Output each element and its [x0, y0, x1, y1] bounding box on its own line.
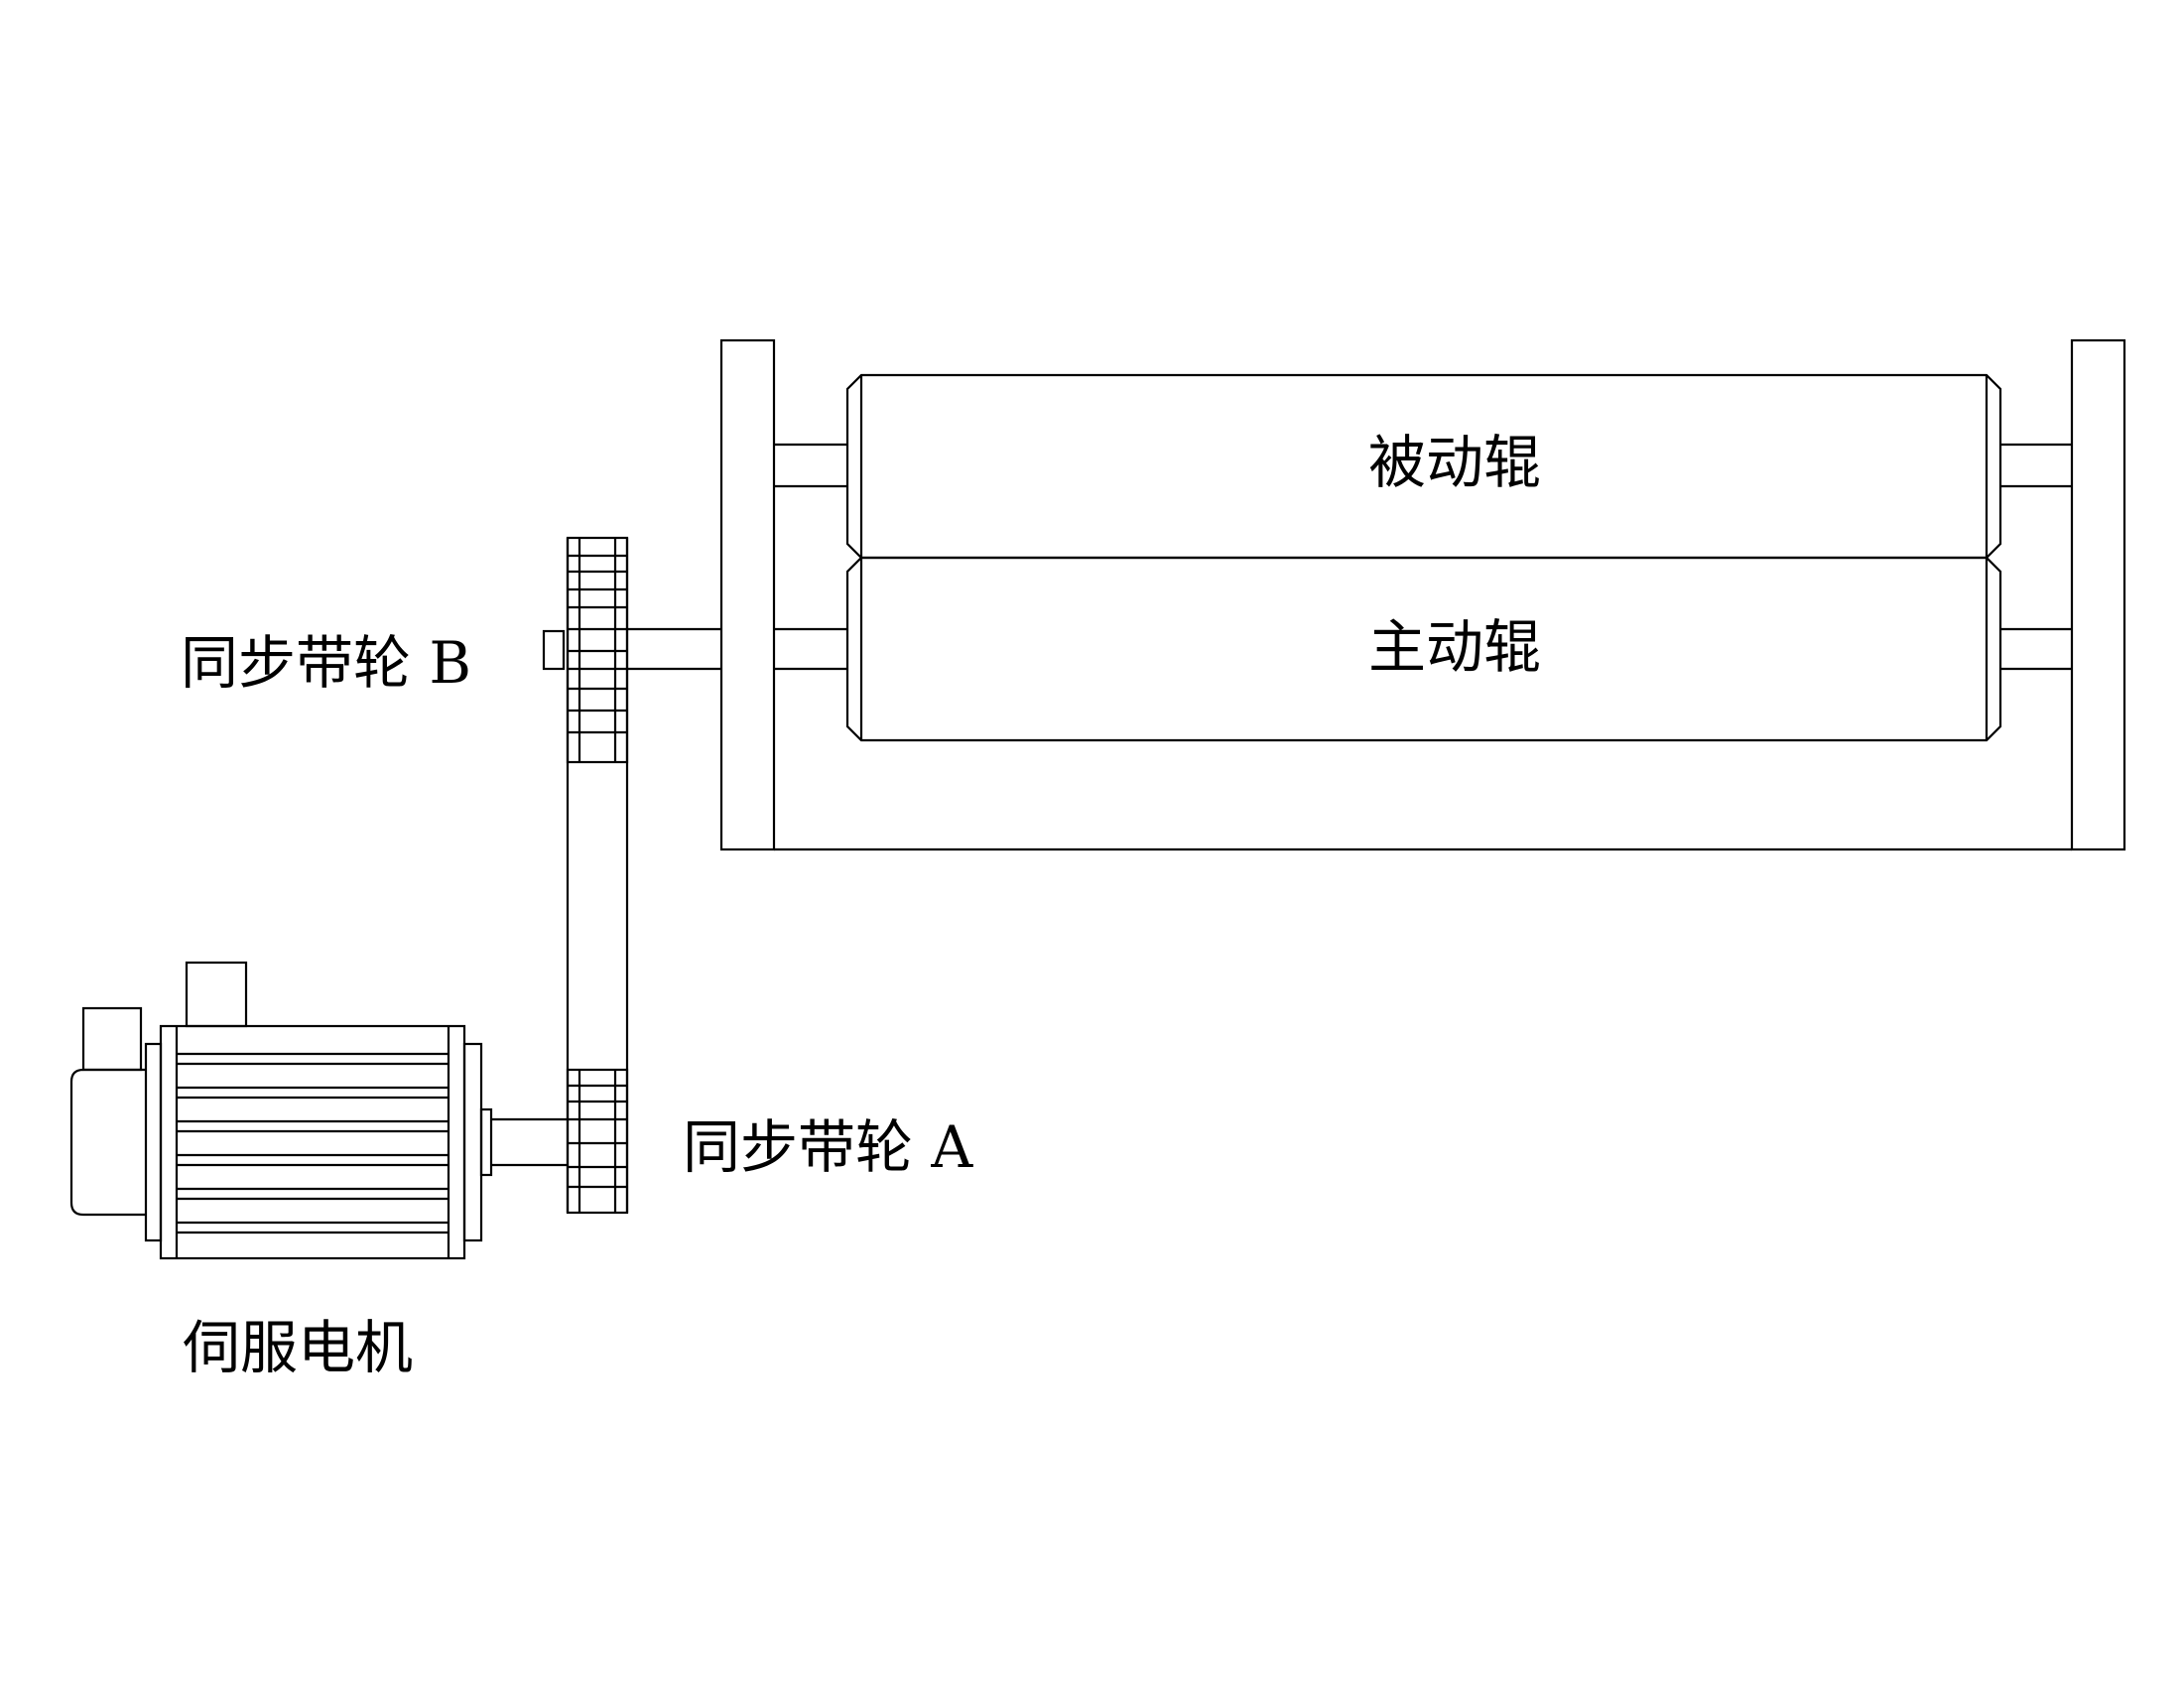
right-side-plate — [2070, 338, 2126, 851]
timing-pulley-a — [566, 1068, 629, 1215]
drive-roller — [845, 556, 2002, 742]
left-side-plate — [719, 338, 776, 851]
drive-roller-label: 主动辊 — [1368, 613, 1541, 681]
pulley-b-label: 同步带轮 B — [181, 629, 471, 697]
roller-frame — [719, 338, 2126, 851]
motor-cooling-fins — [177, 1052, 449, 1234]
power-connector — [185, 961, 248, 1028]
timing-pulley-b — [566, 536, 629, 764]
servo-motor-label: 伺服电机 — [183, 1314, 413, 1381]
timing-belt — [566, 538, 629, 1213]
servo-motor — [69, 961, 568, 1260]
pulley-a-label: 同步带轮 A — [683, 1113, 973, 1181]
passive-roller-label: 被动辊 — [1368, 429, 1541, 496]
roller-shafts — [542, 443, 2072, 671]
encoder-connector — [81, 1006, 143, 1072]
encoder-cap — [69, 1068, 146, 1217]
